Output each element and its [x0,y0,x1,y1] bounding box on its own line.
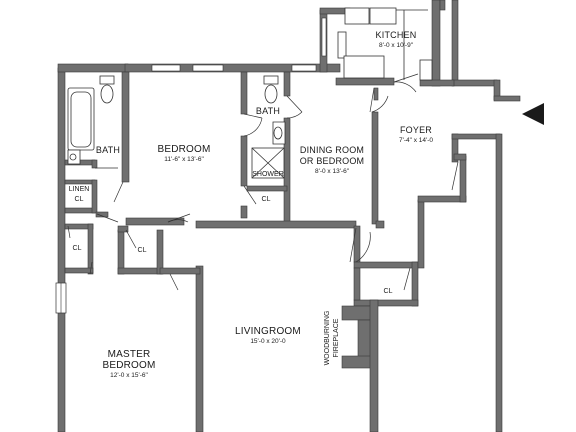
kitchen-label: KITCHEN [376,30,417,40]
left-bath-label: BATH [96,145,120,155]
bedroom-dims: 11'-6" x 13'-6" [164,156,204,163]
foyer-dims: 7'-4" x 14'-0 [399,137,433,144]
foyer-cl-label: CL [384,288,393,295]
fireplace-label-line2: FIREPLACE [333,318,340,357]
master-label-line2: BEDROOM [102,360,155,371]
living-label: LIVINGROOM [235,326,301,337]
bedroom-label: BEDROOM [157,144,210,155]
dining-dims: 8'-0 x 13'-6" [315,168,350,175]
living-dims: 15'-0 x 20'-0 [250,338,286,345]
dining-label-line1: DINING ROOM [300,145,364,155]
mid-cl-label: CL [138,247,147,254]
linen-label-line1: LINEN [69,186,90,193]
kitchen-dims: 8'-0 x 10'-9" [379,42,414,49]
dining-label-line2: OR BEDROOM [300,156,365,166]
shower-label: SHOWER [252,171,284,178]
fireplace-label-line1: WOODBURNING [324,311,331,366]
master-label-line1: MASTER [108,349,151,360]
kitchen-fixtures [337,7,433,81]
foyer-label: FOYER [400,125,432,135]
left-bath-fixtures [67,75,115,165]
doors [67,73,459,291]
center-bath-fixtures [251,75,286,179]
walls [55,0,521,432]
entry-arrow-icon [522,103,544,125]
left-cl-label: CL [73,245,82,252]
center-cl-label: CL [262,196,271,203]
linen-label-line2: CL [75,196,84,203]
master-dims: 12'-0 x 15'-6" [110,372,148,379]
room-labels: KITCHEN 8'-0 x 10'-9" FOYER 7'-4" x 14'-… [69,30,434,379]
center-bath-label: BATH [256,106,280,116]
